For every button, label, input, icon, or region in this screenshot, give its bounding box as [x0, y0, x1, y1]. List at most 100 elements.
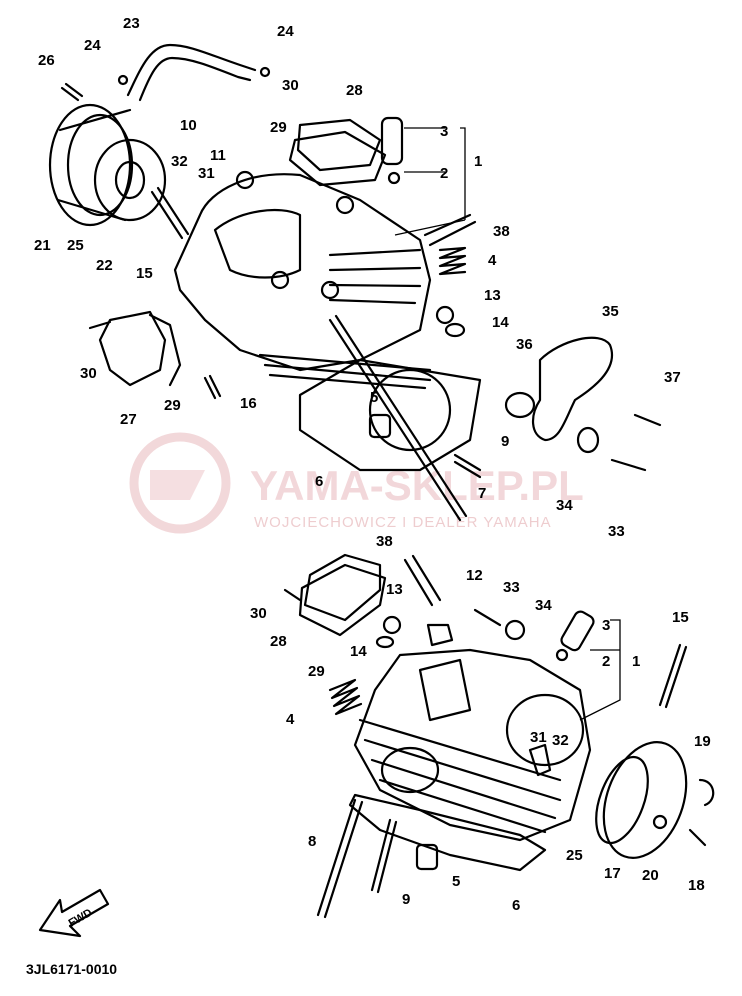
- bolt-boss: [235, 170, 255, 190]
- valve-cap: [303, 553, 382, 622]
- valve-cap: [296, 118, 382, 172]
- breather-hose-edge: [138, 56, 252, 102]
- label: 25: [67, 237, 84, 254]
- label: 13: [484, 287, 501, 304]
- label: 38: [493, 223, 510, 240]
- bracket-bolt: [610, 458, 647, 472]
- bolt-boss: [320, 280, 340, 300]
- bolt: [88, 320, 112, 330]
- label: 18: [688, 877, 705, 894]
- label: 14: [350, 643, 367, 660]
- hose-clip: [117, 74, 129, 86]
- bottom-labels: 38 12 33 34 30 13 3 28 14 2 1 29 15 4 31…: [250, 533, 711, 914]
- label: 24: [277, 23, 294, 40]
- bolt: [60, 82, 84, 102]
- spacer: [504, 391, 536, 419]
- valve-cap-gasket: [288, 130, 387, 187]
- label: 31: [530, 729, 547, 746]
- label: 14: [492, 314, 509, 331]
- label: 30: [282, 77, 299, 94]
- label: 37: [664, 369, 681, 386]
- label: 16: [240, 395, 257, 412]
- cylinder-stud: [328, 314, 468, 522]
- label: 32: [171, 153, 188, 170]
- label: 31: [198, 165, 215, 182]
- cooling-fins-lower: [258, 353, 432, 390]
- washer: [576, 426, 600, 454]
- label: 29: [308, 663, 325, 680]
- label: 5: [452, 873, 460, 890]
- bolt: [473, 608, 502, 627]
- leader-lines: [579, 619, 621, 721]
- label: 27: [120, 411, 137, 428]
- label: 10: [180, 117, 197, 134]
- gasket-bore: [368, 368, 452, 452]
- stud: [203, 374, 222, 400]
- label: 28: [346, 82, 363, 99]
- label: 4: [286, 711, 295, 728]
- label: 6: [315, 473, 323, 490]
- hose-clip: [259, 66, 271, 78]
- nut: [382, 615, 402, 635]
- valve-cap-gasket: [298, 563, 387, 637]
- label: 29: [164, 397, 181, 414]
- long-stud: [316, 798, 364, 919]
- label: 32: [552, 732, 569, 749]
- label: 29: [270, 119, 287, 136]
- label: 30: [80, 365, 97, 382]
- label: 23: [123, 15, 140, 32]
- dowel-pin: [368, 413, 392, 439]
- label: 5: [370, 389, 378, 406]
- label: 30: [250, 605, 267, 622]
- top-labels: 23 24 24 26 30 28 10 29 3 1 11 2 32 31 3…: [34, 15, 681, 540]
- side-cover-inner: [66, 113, 134, 217]
- valve-guide: [380, 116, 404, 166]
- exhaust-port: [380, 746, 440, 794]
- long-bolt: [658, 643, 688, 709]
- label: 17: [604, 865, 621, 882]
- spark-plug: [423, 213, 477, 247]
- label: 4: [488, 252, 497, 269]
- label: 1: [632, 653, 640, 670]
- clip: [698, 778, 715, 807]
- washer: [504, 619, 526, 641]
- label: 2: [602, 653, 610, 670]
- label: 19: [694, 733, 711, 750]
- cover-gasket: [93, 138, 167, 222]
- bolt-boss: [270, 270, 290, 290]
- label: 9: [501, 433, 509, 450]
- label: 1: [474, 153, 482, 170]
- spark-plug: [403, 554, 442, 607]
- bolt: [283, 588, 302, 602]
- label: 22: [96, 257, 113, 274]
- fwd-label: FWD: [67, 907, 95, 930]
- intake-port: [213, 208, 302, 279]
- valve-guide: [560, 610, 595, 652]
- label: 2: [440, 165, 448, 182]
- cap-nut: [426, 623, 454, 647]
- label: 35: [602, 303, 619, 320]
- washer: [444, 322, 466, 338]
- label: 34: [556, 497, 573, 514]
- side-cover: [48, 103, 132, 227]
- cam-bore: [505, 693, 585, 767]
- label: 13: [386, 581, 403, 598]
- label: 38: [376, 533, 393, 550]
- label: 28: [270, 633, 287, 650]
- label: 36: [516, 336, 533, 353]
- top-assembly: [48, 43, 662, 522]
- cylinder-head: [173, 173, 432, 372]
- label: 25: [566, 847, 583, 864]
- label: 15: [136, 265, 153, 282]
- forward-arrow-icon: FWD: [38, 888, 110, 938]
- diagram-code: 3JL6171-0010: [26, 961, 117, 977]
- label: 33: [608, 523, 625, 540]
- side-plate-gasket: [148, 313, 182, 387]
- spring: [438, 246, 467, 276]
- label: 8: [308, 833, 316, 850]
- long-bolt: [150, 186, 190, 240]
- label: 34: [535, 597, 552, 614]
- intake-port: [418, 658, 472, 722]
